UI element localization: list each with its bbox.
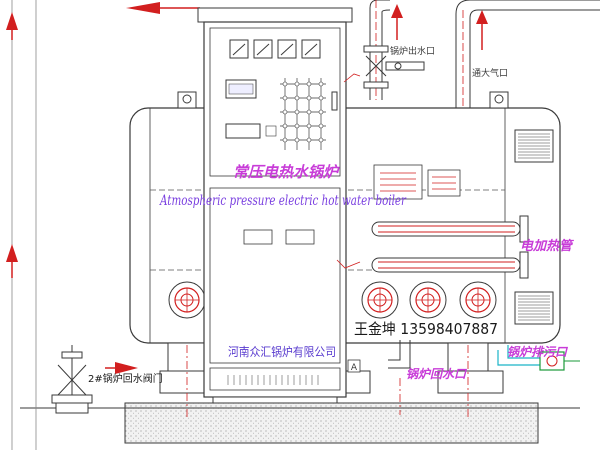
vent-pipe bbox=[455, 0, 600, 108]
gauge-icon bbox=[229, 39, 249, 59]
return-port-pipe bbox=[388, 340, 411, 369]
flange-icon bbox=[361, 281, 399, 319]
gauge-icon bbox=[253, 39, 273, 59]
flow-arrow-icon bbox=[126, 2, 200, 14]
gauge-icon bbox=[277, 39, 297, 59]
drain-outlet bbox=[497, 345, 580, 371]
tube-flange-upper bbox=[519, 215, 529, 243]
door-plate-left bbox=[243, 229, 273, 245]
gate-valve-icon bbox=[51, 345, 93, 414]
door-handle bbox=[331, 91, 338, 111]
return-valve-label: 2#锅炉回水阀门 bbox=[88, 372, 163, 385]
foundation-slab bbox=[124, 402, 539, 444]
return-port-label: 锅炉回水口 bbox=[406, 367, 468, 381]
control-plate bbox=[225, 123, 261, 139]
lifting-lug-left bbox=[177, 91, 197, 109]
center-lines bbox=[186, 345, 469, 420]
vent-label: 通大气口 bbox=[472, 67, 508, 79]
flange-icon bbox=[459, 281, 497, 319]
flow-arrow-icon bbox=[6, 12, 18, 40]
heater-label: 电加热管 bbox=[520, 238, 575, 254]
drain-label: 锅炉排污口 bbox=[507, 345, 569, 359]
panel-marker: A bbox=[351, 363, 358, 373]
flow-arrow-icon bbox=[105, 362, 138, 374]
contact-label: 王金坤 13598407887 bbox=[354, 320, 498, 338]
company-label: 河南众汇锅炉有限公司 bbox=[228, 344, 336, 359]
lifting-lug-right bbox=[489, 91, 509, 109]
nameplate-right bbox=[427, 169, 461, 197]
title-en: Atmospheric pressure electric hot water … bbox=[158, 193, 407, 209]
nameplate-left bbox=[373, 164, 423, 200]
flow-arrow-icon bbox=[391, 4, 403, 40]
flow-arrow-icon bbox=[6, 244, 18, 278]
flange-icon bbox=[409, 281, 447, 319]
heating-tube-lower bbox=[371, 257, 521, 273]
controller-screen bbox=[228, 83, 254, 95]
outlet-pipe bbox=[363, 0, 425, 100]
heating-tube-upper bbox=[371, 221, 521, 237]
switch-small bbox=[265, 125, 277, 137]
vent-grille-icon bbox=[514, 129, 554, 163]
flow-arrow-icon bbox=[476, 10, 488, 50]
flange-icon bbox=[168, 281, 206, 319]
panel-marker-box bbox=[347, 359, 361, 373]
leader-lines bbox=[336, 73, 361, 269]
title-cn: 常压电热水锅炉 bbox=[233, 163, 340, 181]
gauge-icon bbox=[301, 39, 321, 59]
door-plate-right bbox=[285, 229, 315, 245]
switch-knobs bbox=[282, 81, 324, 143]
base-block-right bbox=[437, 370, 504, 394]
tube-flange-lower bbox=[519, 251, 529, 279]
vent-grille-icon bbox=[514, 291, 554, 325]
outlet-label: 锅炉出水口 bbox=[390, 45, 435, 57]
